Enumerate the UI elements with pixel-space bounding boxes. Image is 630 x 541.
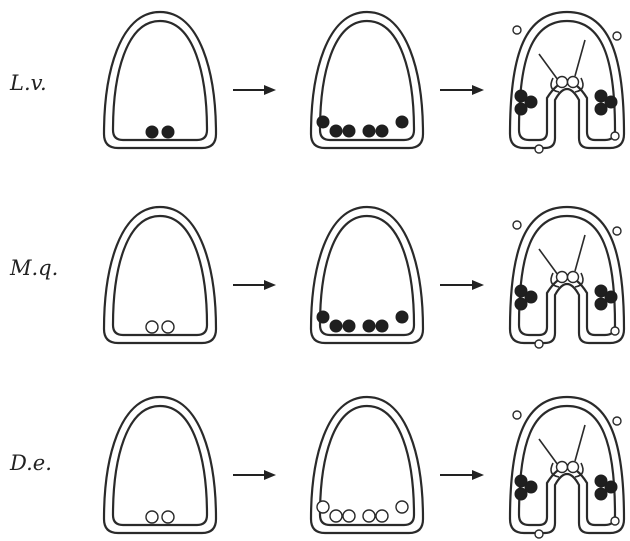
stage-early bbox=[104, 207, 216, 343]
cell bbox=[363, 125, 375, 137]
cell bbox=[535, 340, 543, 348]
cell bbox=[317, 501, 329, 513]
inner-wall bbox=[113, 216, 207, 335]
stage-late bbox=[510, 397, 624, 538]
diagram-row bbox=[104, 397, 624, 538]
cell bbox=[363, 510, 375, 522]
cell bbox=[317, 311, 329, 323]
cell bbox=[363, 320, 375, 332]
row-3: D.e. bbox=[9, 451, 52, 475]
cell bbox=[557, 272, 568, 283]
cell bbox=[146, 321, 158, 333]
cell bbox=[568, 77, 579, 88]
cell bbox=[595, 103, 607, 115]
row-label: D.e. bbox=[9, 451, 52, 475]
cell bbox=[396, 116, 408, 128]
cell bbox=[343, 320, 355, 332]
row-label: M.q. bbox=[9, 256, 58, 280]
arrow-head bbox=[264, 85, 276, 95]
fiber bbox=[575, 425, 585, 461]
cell bbox=[513, 411, 521, 419]
cell bbox=[513, 26, 521, 34]
stage-early bbox=[104, 12, 216, 148]
outer-wall bbox=[104, 12, 216, 148]
fiber bbox=[575, 40, 585, 76]
arrow-head bbox=[472, 280, 484, 290]
arrow-head bbox=[472, 470, 484, 480]
cell bbox=[613, 32, 621, 40]
cell bbox=[611, 327, 619, 335]
cell bbox=[515, 103, 527, 115]
arrow-head bbox=[264, 280, 276, 290]
cell bbox=[330, 320, 342, 332]
cell bbox=[343, 125, 355, 137]
stage-mid bbox=[311, 207, 423, 343]
cell bbox=[396, 501, 408, 513]
cell bbox=[162, 511, 174, 523]
row-label: L.v. bbox=[9, 71, 47, 95]
cell bbox=[595, 488, 607, 500]
cell bbox=[162, 126, 174, 138]
fiber bbox=[539, 54, 558, 80]
row-2: M.q. bbox=[9, 256, 58, 280]
cell bbox=[611, 517, 619, 525]
outer-wall bbox=[104, 397, 216, 533]
stages-layer bbox=[104, 12, 624, 538]
cell bbox=[376, 125, 388, 137]
row-1: L.v. bbox=[9, 71, 47, 95]
cell bbox=[595, 298, 607, 310]
stage-mid bbox=[311, 12, 423, 148]
cell bbox=[396, 311, 408, 323]
cell bbox=[317, 116, 329, 128]
fiber bbox=[539, 249, 558, 275]
fiber bbox=[539, 439, 558, 465]
arrow-head bbox=[264, 470, 276, 480]
outer-wall bbox=[104, 207, 216, 343]
cell bbox=[330, 125, 342, 137]
cell bbox=[535, 530, 543, 538]
fiber bbox=[575, 235, 585, 271]
cell bbox=[613, 227, 621, 235]
inner-wall bbox=[113, 406, 207, 525]
cell bbox=[515, 298, 527, 310]
cell bbox=[515, 488, 527, 500]
cell bbox=[535, 145, 543, 153]
cell bbox=[613, 417, 621, 425]
cell bbox=[146, 126, 158, 138]
cell bbox=[513, 221, 521, 229]
stage-late bbox=[510, 12, 624, 153]
diagram-row bbox=[104, 207, 624, 348]
cell bbox=[146, 511, 158, 523]
cell bbox=[557, 77, 568, 88]
cell bbox=[568, 462, 579, 473]
arrow-head bbox=[472, 85, 484, 95]
diagram-row bbox=[104, 12, 624, 153]
stage-mid bbox=[311, 397, 423, 533]
cell bbox=[376, 510, 388, 522]
cell bbox=[162, 321, 174, 333]
inner-wall bbox=[113, 21, 207, 140]
cell bbox=[376, 320, 388, 332]
cell bbox=[343, 510, 355, 522]
stage-early bbox=[104, 397, 216, 533]
cell bbox=[330, 510, 342, 522]
cell bbox=[611, 132, 619, 140]
cell bbox=[557, 462, 568, 473]
stage-late bbox=[510, 207, 624, 348]
cell bbox=[568, 272, 579, 283]
